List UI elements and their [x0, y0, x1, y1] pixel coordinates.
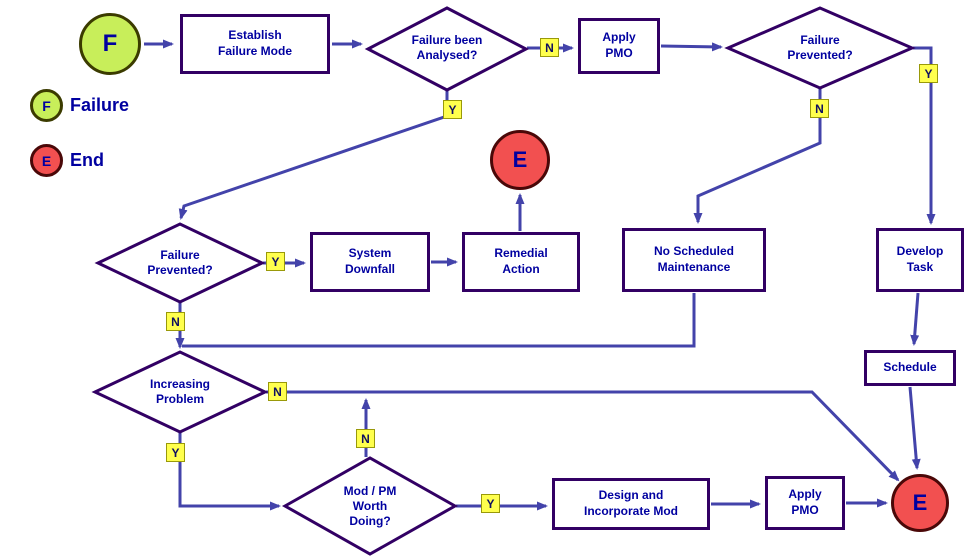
end-node-bottom-label: E	[912, 490, 928, 515]
branch-yes-increasing: Y	[166, 443, 185, 462]
design-incorporate-mod-box: Design and Incorporate Mod	[552, 478, 710, 530]
increasing-problem-diamond	[91, 350, 269, 434]
branch-yes-analysed: Y	[443, 100, 462, 119]
develop-task-box: Develop Task	[876, 228, 964, 292]
failure-analysed-diamond	[364, 6, 530, 92]
legend-failure-symbol: F	[42, 97, 51, 114]
start-node-label: F	[102, 30, 118, 57]
legend-end-icon: E	[30, 144, 63, 177]
legend-failure-label: Failure	[70, 95, 130, 115]
schedule-box: Schedule	[864, 350, 956, 386]
connector-develop-schedule	[910, 292, 920, 346]
branch-yes-prevented-right: Y	[919, 64, 938, 83]
connector-prevented-develop	[913, 46, 936, 225]
end-node-bottom: E	[891, 474, 949, 532]
no-scheduled-maintenance-box: No Scheduled Maintenance	[622, 228, 766, 292]
branch-no-increasing: N	[268, 382, 287, 401]
end-node-top: E	[490, 130, 550, 190]
connector-analysed-preventedleft	[178, 91, 449, 220]
mod-pm-worth-doing-diamond	[281, 456, 459, 556]
failure-prevented-left-diamond	[94, 222, 266, 304]
connector-schedule-end	[908, 386, 921, 470]
branch-no-prevented-left: N	[166, 312, 185, 331]
failure-prevented-right-diamond	[724, 6, 916, 90]
connector-increasing-modpm	[178, 433, 281, 511]
branch-no-prevented-right: N	[810, 99, 829, 118]
legend-end-label: End	[70, 150, 104, 170]
establish-failure-mode-box: Establish Failure Mode	[180, 14, 330, 74]
apply-pmo-bottom-box: Apply PMO	[765, 476, 845, 530]
remedial-action-box: Remedial Action	[462, 232, 580, 292]
branch-no-mod-pm: N	[356, 429, 375, 448]
branch-yes-mod-pm: Y	[481, 494, 500, 513]
legend-failure-icon: F	[30, 89, 63, 122]
connector-applypmo-prevented	[660, 42, 723, 52]
legend-end-symbol: E	[41, 152, 52, 169]
start-node: F	[79, 13, 141, 75]
connector-increasing-endbottom	[266, 390, 900, 482]
end-node-top-label: E	[512, 147, 528, 172]
connector-prevented-nosched	[693, 89, 822, 224]
branch-no-analysed: N	[540, 38, 559, 57]
connector-nosched-junction	[182, 293, 696, 348]
branch-yes-prevented-left: Y	[266, 252, 285, 271]
system-downfall-box: System Downfall	[310, 232, 430, 292]
apply-pmo-top-box: Apply PMO	[578, 18, 660, 74]
